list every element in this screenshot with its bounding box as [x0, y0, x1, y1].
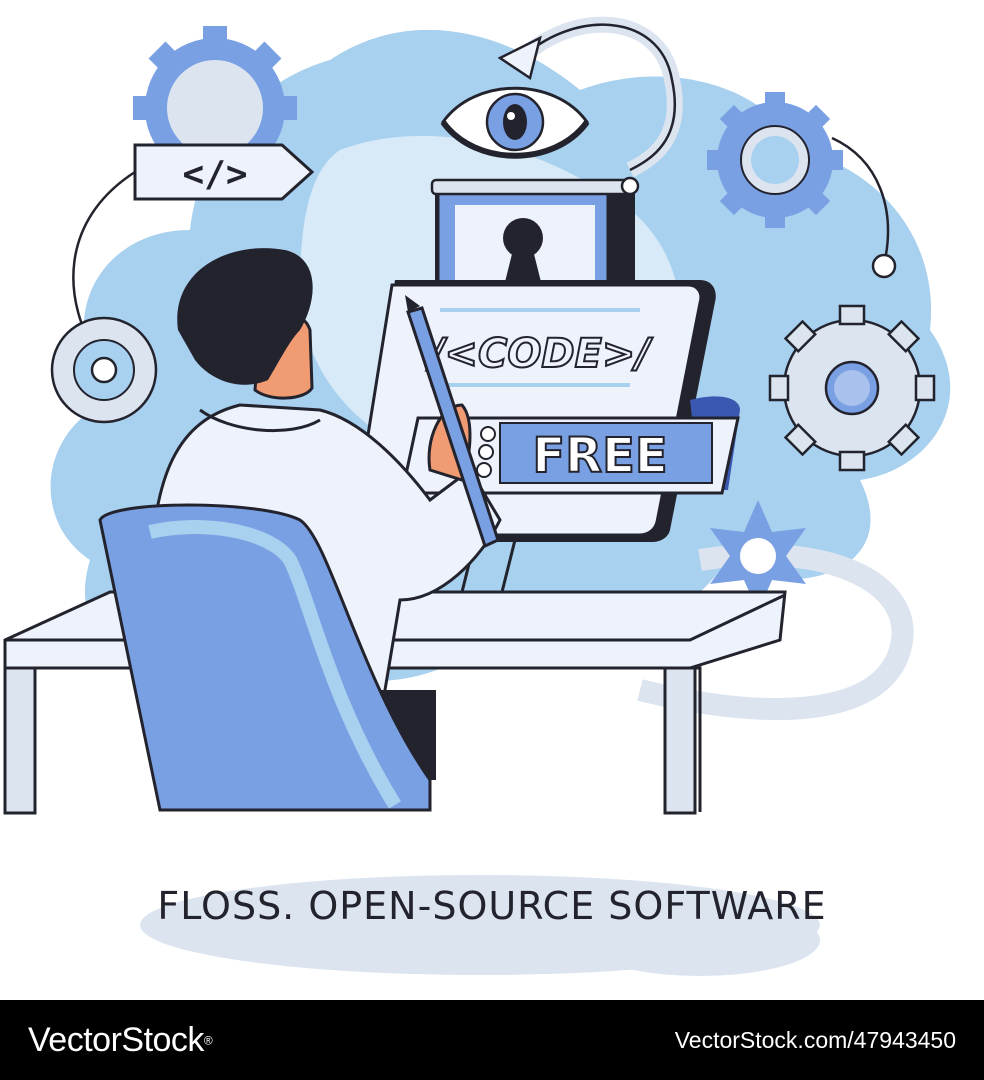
caption-title: FLOSS. OPEN-SOURCE SOFTWARE — [157, 884, 827, 928]
free-banner: FREE — [400, 396, 740, 495]
screen-code-text: /<CODE>/ — [426, 331, 654, 377]
brand-name: VectorStock — [28, 1020, 204, 1059]
gear-icon-top-right — [707, 92, 843, 228]
illustration-stage: </> — [3, 16, 951, 976]
disc-icon — [50, 316, 158, 424]
illustration: </> — [3, 16, 951, 976]
arrow-head-icon — [497, 35, 542, 81]
brand-logo: VectorStock® — [28, 1021, 213, 1060]
image-id: VectorStock.com/47943450 — [674, 1026, 956, 1053]
code-tag-badge — [133, 143, 315, 201]
footer-bar: VectorStock® VectorStock.com/47943450 — [0, 1000, 984, 1080]
eye-icon — [440, 86, 590, 159]
code-tag-icon: </> — [182, 154, 247, 195]
connector-wire-right — [831, 136, 890, 261]
office-chair — [98, 503, 432, 812]
shadow-swirl — [637, 543, 914, 721]
padlock-icon — [430, 176, 640, 289]
wire-end-node — [871, 253, 897, 279]
registered-mark: ® — [203, 1033, 213, 1048]
screen-free-text: FREE — [532, 428, 667, 484]
small-gear-icon — [710, 500, 806, 612]
gear-icon-right — [768, 304, 936, 472]
